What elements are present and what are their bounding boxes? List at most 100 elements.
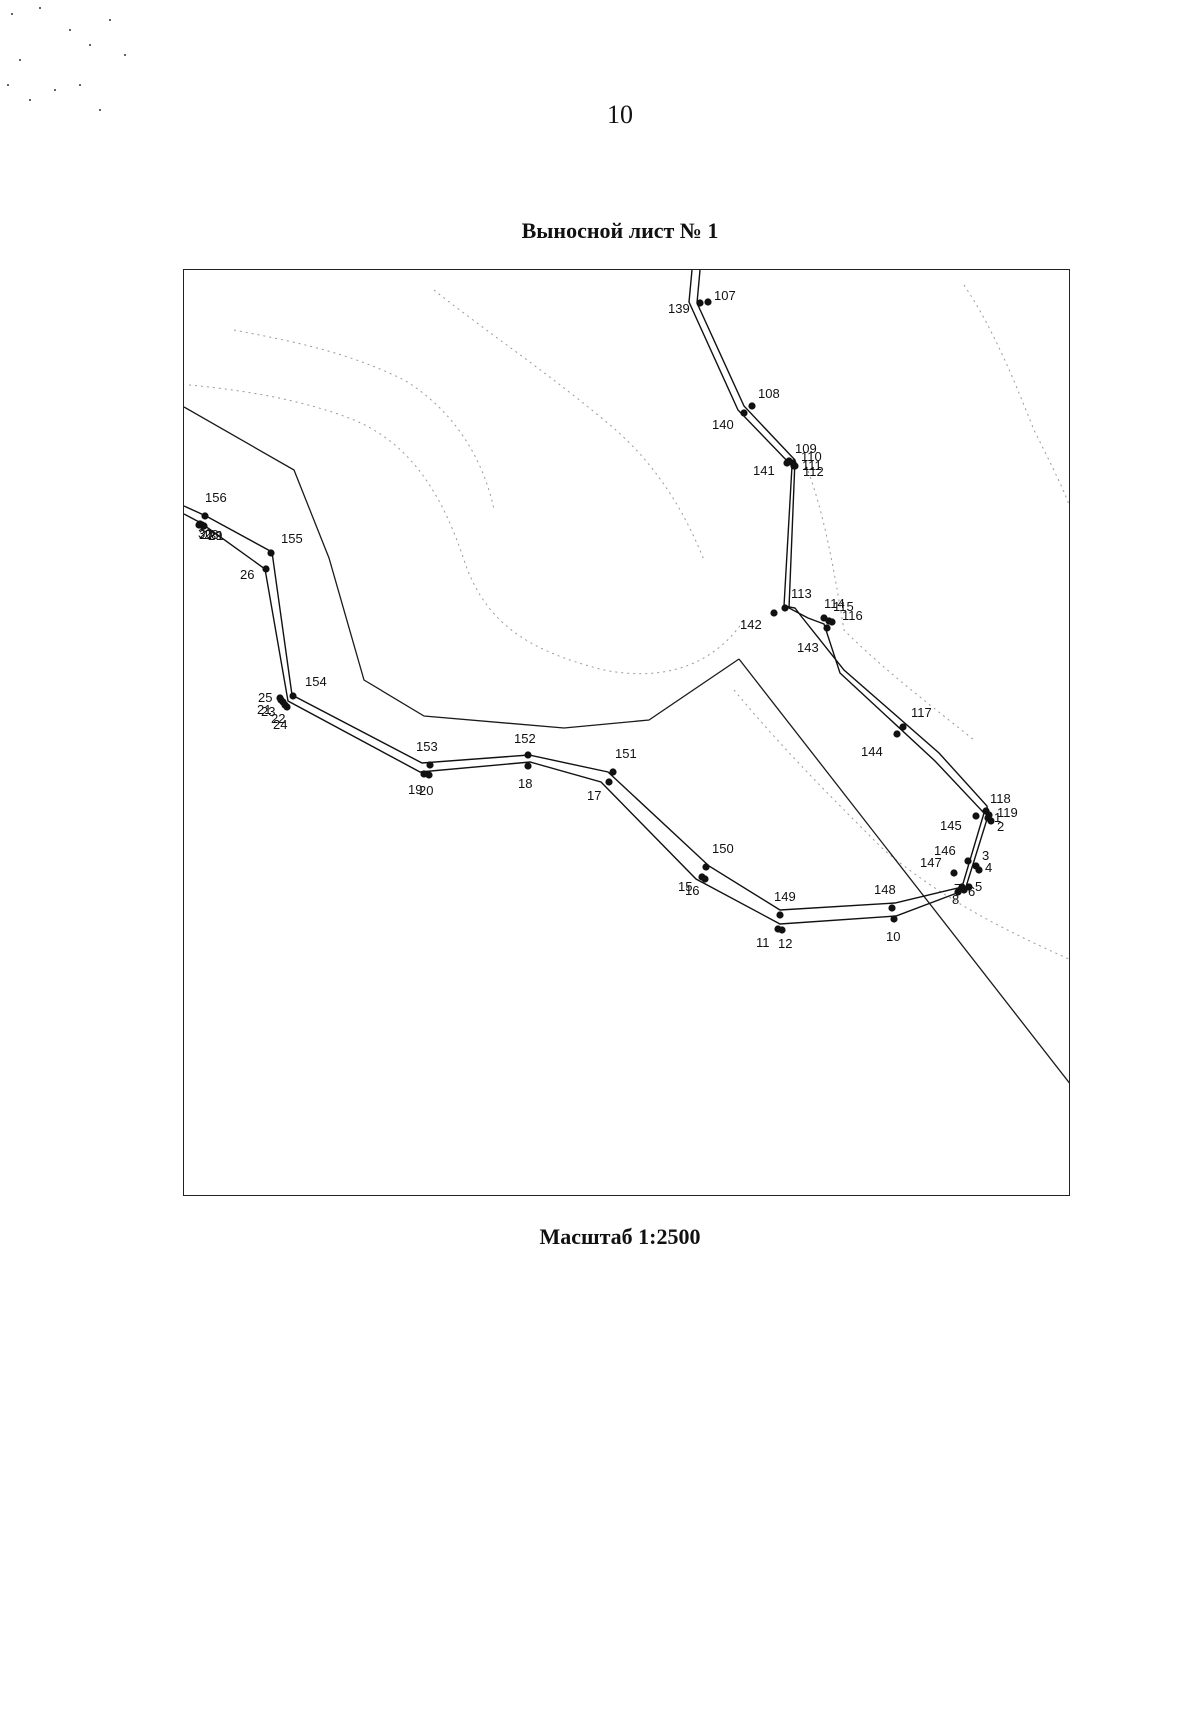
survey-point-label: 156: [205, 490, 227, 505]
survey-point-25: [276, 694, 284, 702]
survey-point-108: [748, 402, 756, 410]
survey-point-24: [283, 703, 291, 711]
survey-point-label: 140: [712, 417, 734, 432]
survey-points: [195, 298, 995, 934]
survey-point-label: 155: [281, 531, 303, 546]
survey-point-label: 2: [997, 819, 1004, 834]
survey-point-107: [704, 298, 712, 306]
survey-point-145: [972, 812, 980, 820]
survey-point-label: 146: [934, 843, 956, 858]
survey-point-label: 5: [975, 879, 982, 894]
survey-point-113: [781, 604, 789, 612]
survey-point-2: [987, 817, 995, 825]
survey-point-label: 154: [305, 674, 327, 689]
relief-line-2: [233, 329, 495, 511]
survey-point-label: 152: [514, 731, 536, 746]
survey-point-label: 114: [824, 596, 845, 611]
survey-point-label: 1: [994, 810, 1001, 825]
survey-point-label: 23: [261, 704, 275, 719]
survey-point-label: 16: [685, 883, 699, 898]
relief-line-4: [963, 284, 1069, 506]
survey-point-label: 109: [795, 441, 817, 456]
survey-point-label: 142: [740, 617, 762, 632]
survey-point-label: 145: [940, 818, 962, 833]
survey-point-16: [701, 875, 709, 883]
survey-point-label: 151: [615, 746, 637, 761]
survey-point-139: [696, 299, 704, 307]
survey-point-150: [702, 863, 710, 871]
survey-point-label: 29: [208, 528, 222, 543]
survey-point-label: 21: [257, 702, 271, 717]
road-line-west: [184, 406, 740, 729]
survey-point-143: [823, 624, 831, 632]
survey-point-149: [776, 911, 784, 919]
page-number: 10: [607, 100, 633, 129]
survey-point-140: [740, 409, 748, 417]
survey-point-20: [425, 771, 433, 779]
survey-point-label: 24: [273, 717, 287, 732]
survey-point-label: 15: [678, 879, 692, 894]
survey-point-147: [950, 869, 958, 877]
survey-point-142: [770, 609, 778, 617]
survey-point-label: 12: [778, 936, 792, 951]
survey-point-label: 144: [861, 744, 883, 759]
survey-point-151: [609, 768, 617, 776]
survey-point-label: 149: [774, 889, 796, 904]
survey-point-label: 22: [271, 711, 285, 726]
survey-point-155: [267, 549, 275, 557]
survey-point-146: [964, 857, 972, 865]
survey-point-label: 107: [714, 288, 736, 303]
survey-point-4: [975, 866, 983, 874]
survey-point-label: 148: [874, 882, 896, 897]
survey-point-141: [783, 459, 791, 467]
survey-point-label: 6: [968, 884, 975, 899]
relief-line-1: [188, 384, 745, 675]
survey-point-label: 112: [803, 464, 824, 479]
survey-point-label: 27: [199, 527, 213, 542]
survey-point-label: 10: [886, 929, 900, 944]
survey-point-label: 26: [240, 567, 254, 582]
survey-point-117: [899, 723, 907, 731]
survey-point-label: 25: [258, 690, 272, 705]
survey-point-label: 139: [668, 301, 690, 316]
survey-point-label: 11: [756, 935, 770, 950]
survey-point-148: [888, 904, 896, 912]
survey-point-label: 31: [209, 528, 223, 543]
survey-point-label: 141: [753, 463, 775, 478]
sheet-title: Выносной лист № 1: [521, 218, 719, 243]
scan-noise: [7, 7, 126, 111]
survey-point-112: [791, 462, 799, 470]
survey-point-label: 147: [920, 855, 942, 870]
relief-dotted-lines: [188, 284, 1069, 960]
survey-point-label: 118: [990, 791, 1011, 806]
survey-point-154: [289, 692, 297, 700]
survey-point-label: 30: [198, 526, 212, 541]
survey-point-26: [262, 565, 270, 573]
survey-point-label: 115: [833, 599, 854, 614]
survey-point-label: 116: [842, 608, 863, 623]
boundary-double-lines: [184, 270, 989, 925]
survey-point-label: 19: [408, 782, 422, 797]
relief-line-3: [433, 289, 705, 561]
survey-point-7: [958, 883, 966, 891]
survey-point-label: 28: [204, 527, 218, 542]
survey-point-label: 8: [952, 892, 959, 907]
survey-point-116: [828, 618, 836, 626]
scale-caption: Масштаб 1:2500: [539, 1224, 701, 1249]
survey-point-label: 111: [802, 458, 822, 473]
survey-point-153: [426, 761, 434, 769]
survey-point-18: [524, 762, 532, 770]
survey-point-label: 17: [587, 788, 601, 803]
survey-point-17: [605, 778, 613, 786]
survey-point-label: 117: [911, 705, 932, 720]
survey-point-label: 3: [982, 848, 989, 863]
boundary-outer: [184, 270, 985, 911]
relief-line-6: [733, 689, 1069, 960]
survey-point-144: [893, 730, 901, 738]
survey-point-152: [524, 751, 532, 759]
survey-point-8: [954, 888, 962, 896]
survey-point-156: [201, 512, 209, 520]
survey-point-label: 108: [758, 386, 780, 401]
